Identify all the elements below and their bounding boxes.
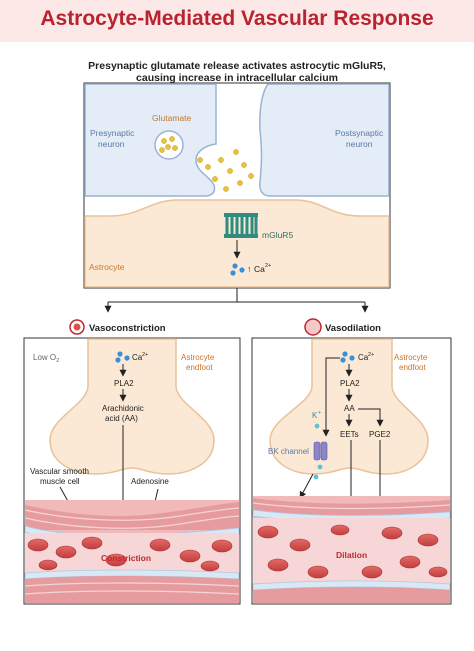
constricted-vessel [24, 500, 240, 603]
released-glutamate [197, 149, 254, 210]
page-title: Astrocyte-Mediated Vascular Response [40, 7, 434, 30]
presynaptic-neuron [84, 83, 217, 197]
endfoot-label-left-1: Astrocyte [181, 353, 215, 362]
potassium-label: K [312, 411, 318, 420]
aa-label-left-1: Arachidonic [102, 404, 144, 413]
astrocyte-endfoot-left [49, 338, 215, 475]
potassium-charge: + [318, 410, 321, 416]
dilation-label: Dilation [336, 550, 367, 560]
smooth-muscle-label-1: Vascular smooth [30, 467, 89, 476]
mglur5-label: mGluR5 [262, 230, 293, 240]
calcium-charge-left: 2+ [142, 352, 148, 358]
dilated-vessel [252, 496, 451, 603]
aa-label-right: AA [344, 404, 355, 413]
eets-label: EETs [340, 430, 359, 439]
vasoconstriction-heading-icon [69, 319, 85, 335]
bk-channel [313, 441, 328, 461]
vesicle-glutamate [159, 136, 178, 153]
calcium-ions-right [340, 351, 355, 363]
vasodilation-heading: Vasodilation [325, 323, 381, 334]
glutamate-label: Glutamate [152, 113, 191, 123]
pla2-label-left: PLA2 [114, 379, 134, 388]
postsynaptic-neuron [259, 83, 390, 197]
calcium-label-right: Ca [358, 353, 369, 362]
postsynaptic-label-1: Postsynaptic [335, 128, 384, 138]
calcium-ions-top [230, 263, 245, 276]
calcium-label-top: Ca [254, 264, 265, 274]
calcium-ions-left [115, 351, 130, 363]
pla2-label-right: PLA2 [340, 379, 360, 388]
endfoot-label-left-2: endfoot [186, 363, 213, 372]
smooth-muscle-label-2: muscle cell [40, 477, 80, 486]
calcium-increase-arrow: ↑ [247, 264, 251, 274]
endfoot-label-right-2: endfoot [399, 363, 426, 372]
constriction-label: Constriction [101, 553, 151, 563]
presynaptic-label-1: Presynaptic [90, 128, 135, 138]
bk-channel-label: BK channel [268, 447, 309, 456]
potassium-ions [313, 423, 323, 480]
astrocyte-endfoot-right [269, 338, 429, 475]
calcium-charge-right: 2+ [368, 352, 374, 358]
endfoot-label-right-1: Astrocyte [394, 353, 428, 362]
caption-line-2: causing increase in intracellular calciu… [136, 72, 338, 84]
branch-arrows [104, 288, 369, 313]
calcium-label-left: Ca [132, 353, 143, 362]
presynaptic-label-2: neuron [98, 139, 125, 149]
adenosine-label: Adenosine [131, 477, 169, 486]
postsynaptic-label-2: neuron [346, 139, 373, 149]
caption-line-1: Presynaptic glutamate release activates … [88, 60, 386, 72]
vasoconstriction-heading: Vasoconstriction [89, 323, 166, 334]
aa-label-left-2: acid (AA) [105, 414, 138, 423]
astrocyte-label: Astrocyte [89, 262, 125, 272]
title-banner [0, 0, 474, 42]
low-o2-label: Low O2 [33, 353, 59, 364]
calcium-charge-top: 2+ [265, 263, 271, 269]
vasodilation-heading-icon [304, 318, 322, 336]
mglur5-receptor [224, 213, 258, 238]
pge2-label: PGE2 [369, 430, 391, 439]
